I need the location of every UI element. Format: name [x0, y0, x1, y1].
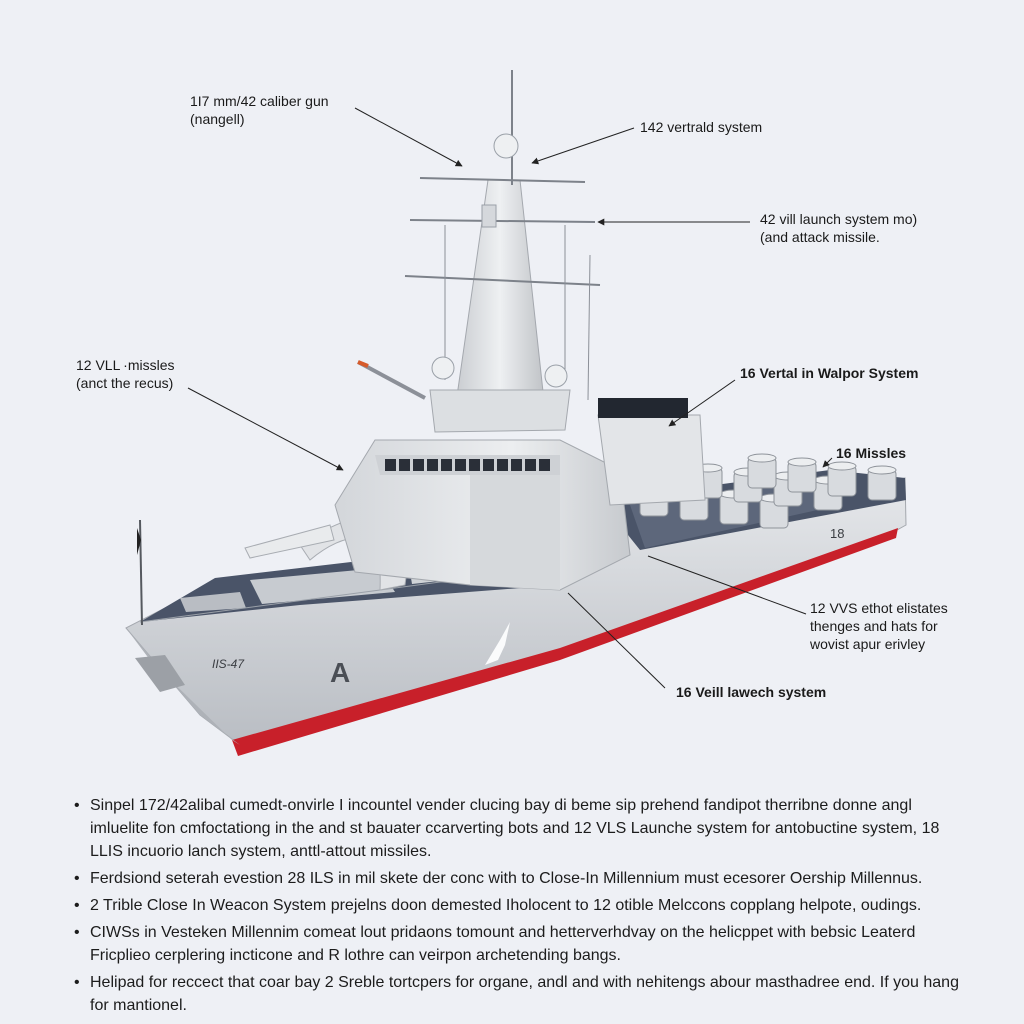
callout-missiles: 16 Missles — [836, 444, 906, 462]
superstructure — [334, 398, 706, 591]
bridge-window — [497, 459, 508, 471]
callout-vll-left-line1: 12 VLL ·missles — [76, 357, 175, 373]
bridge-window — [483, 459, 494, 471]
bridge-window — [511, 459, 522, 471]
callout-vws-line2: thenges and hats for — [810, 618, 938, 634]
bridge-window — [399, 459, 410, 471]
bridge-window — [539, 459, 550, 471]
leader-vertical-top — [531, 127, 635, 165]
note-item: CIWSs in Vesteken Millennim comeat lout … — [74, 921, 974, 967]
radar-dome-left — [431, 356, 455, 380]
missile-cell-cap — [787, 457, 817, 467]
mast — [357, 70, 601, 433]
exhaust-stack — [598, 398, 688, 418]
hull-marking: A — [330, 657, 350, 688]
hull-number: IIS-47 — [212, 657, 245, 671]
callout-launch-right: 42 vill launch system mo) (and attack mi… — [760, 210, 917, 246]
callout-gun-line2: (nangell) — [190, 111, 245, 127]
bridge-windows — [385, 459, 550, 471]
callout-vell-launch: 16 Veill lawech system — [676, 683, 826, 701]
diagram-stage: IIS-47 A 18 1I7 mm/42 caliber gun (nange… — [76, 70, 948, 756]
bridge-window — [525, 459, 536, 471]
bridge-window — [455, 459, 466, 471]
callout-vertical-top: 142 vertrald system — [640, 118, 762, 136]
bridge-window — [385, 459, 396, 471]
leader-vell-launch — [567, 592, 666, 689]
bridge-window — [413, 459, 424, 471]
stern-number: 18 — [830, 526, 844, 541]
note-item: Sinpel 172/42alibal cumedt-onvirle I inc… — [74, 794, 974, 863]
forward-hatch — [250, 568, 395, 604]
note-item: Helipad for reccect that coar bay 2 Sreb… — [74, 971, 974, 1017]
bow-anchor — [135, 655, 185, 692]
callout-vll-left-line2: (anct the recus) — [76, 375, 174, 391]
radar-dome-top — [493, 133, 519, 159]
callout-vws-line3: wovist apur erivley — [810, 636, 926, 652]
callout-launch-right-line1: 42 vill launch system mo) — [760, 211, 918, 227]
ship-illustration: IIS-47 A 18 — [125, 70, 907, 756]
callout-gun-line1: 1I7 mm/42 caliber gun — [190, 93, 329, 109]
note-item: Ferdsiond seterah evestion 28 ILS in mil… — [74, 867, 974, 890]
leader-weapon-system — [668, 379, 736, 427]
callout-vertical-top-line1: 142 vertrald system — [640, 119, 763, 135]
hull-emblem — [485, 622, 510, 665]
leader-vws — [647, 555, 807, 615]
missile-cell-cap — [747, 453, 777, 463]
missile-cell-cap — [827, 461, 857, 471]
waterline-stripe — [232, 528, 898, 756]
callout-vell-launch-line1: 16 Veill lawech system — [676, 684, 827, 700]
notes-list: Sinpel 172/42alibal cumedt-onvirle I inc… — [74, 794, 974, 1021]
bow-flagstaff — [137, 519, 143, 626]
bridge-window — [441, 459, 452, 471]
callout-vws: 12 VVS ethot elistates thenges and hats … — [810, 599, 948, 653]
callout-launch-right-line2: (and attack missile. — [760, 229, 880, 245]
bridge-window — [469, 459, 480, 471]
bridge-window — [427, 459, 438, 471]
leader-lines — [187, 107, 833, 689]
leader-missiles — [822, 457, 833, 468]
radar-dome-right — [544, 364, 568, 388]
callout-vws-line1: 12 VVS ethot elistates — [810, 600, 948, 616]
callout-weapon-system-line1: 16 Vertal in Walpor System — [740, 365, 919, 381]
note-item: 2 Trible Close In Weacon System prejelns… — [74, 894, 974, 917]
leader-gun — [354, 107, 463, 167]
callout-gun: 1I7 mm/42 caliber gun (nangell) — [190, 92, 329, 128]
callout-missiles-line1: 16 Missles — [836, 445, 907, 461]
callout-weapon-system: 16 Vertal in Walpor System — [740, 364, 918, 382]
missile-cell-cap — [867, 465, 897, 475]
leader-vll-left — [187, 387, 344, 471]
callout-vll-left: 12 VLL ·missles (anct the recus) — [76, 356, 175, 392]
